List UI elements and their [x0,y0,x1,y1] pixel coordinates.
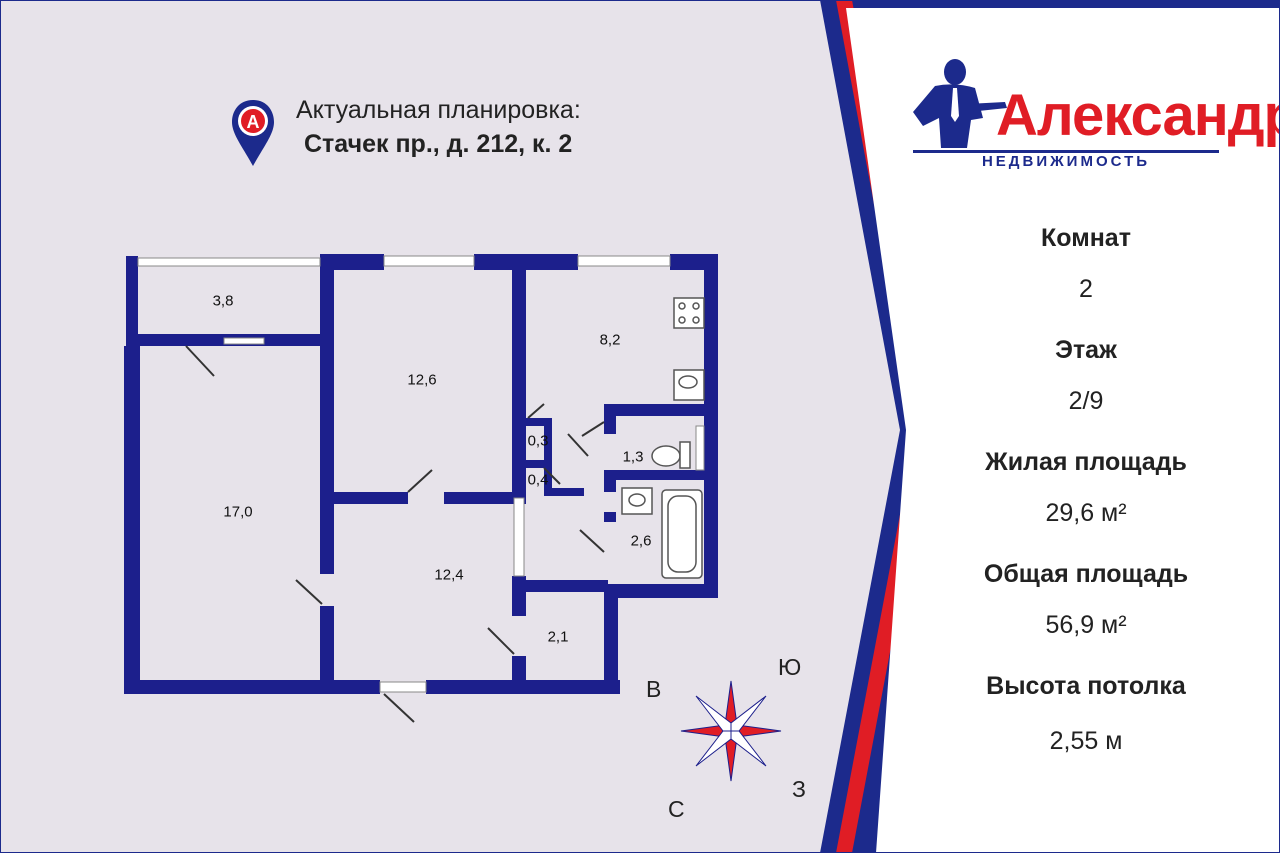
room-center-area: 12,6 [407,371,437,389]
info-label: Общая площадь [983,560,1189,588]
compass-n: С [668,796,685,822]
brand-subtitle: НЕДВИЖИМОСТЬ [981,153,1151,170]
brand-name: Александр [996,83,1280,148]
info-value: 2,55 м [1049,727,1123,755]
compass-e: З [792,776,806,802]
room-hall-area: 12,4 [434,566,464,584]
info-value: 29,6 м² [1045,499,1127,527]
door-swings [185,345,605,723]
windows [137,255,705,693]
info-floor: Этаж 2/9 [930,336,1242,416]
fixtures [621,297,705,579]
room-closet-a-area: 0,3 [527,432,549,450]
room-kitchen-area: 8,2 [599,331,621,349]
compass-w: В [646,676,662,702]
room-storage-area: 2,1 [547,628,569,646]
info-value: 2 [1079,275,1093,303]
info-label: Высота потолка [986,672,1186,700]
room-closet-b-area: 0,4 [527,471,549,489]
info-value: 56,9 м² [1045,611,1127,639]
info-value: 2/9 [1068,387,1104,415]
compass-s: Ю [778,654,802,680]
room-bathroom-area: 2,6 [630,532,652,550]
info-living-area: Жилая площадь 29,6 м² [930,448,1242,528]
title-line-1: Актуальная планировка: [296,96,581,124]
room-left-area: 17,0 [223,503,253,521]
info-total-area: Общая площадь 56,9 м² [930,560,1242,640]
compass-rose-icon [680,680,782,782]
room-toilet-area: 1,3 [622,448,644,466]
info-label: Этаж [1055,336,1117,364]
title-line-2: Стачек пр., д. 212, к. 2 [304,130,573,158]
pin-letter: A [247,112,260,132]
info-label: Комнат [1041,224,1131,252]
man-figure-icon [913,59,1007,148]
map-pin-icon: A [232,100,274,166]
info-ceiling-height: Высота потолка 2,55 м [930,672,1242,756]
info-rooms: Комнат 2 [930,224,1242,304]
info-label: Жилая площадь [985,448,1187,476]
room-balcony-area: 3,8 [212,292,234,310]
brand-rule [913,150,1219,153]
